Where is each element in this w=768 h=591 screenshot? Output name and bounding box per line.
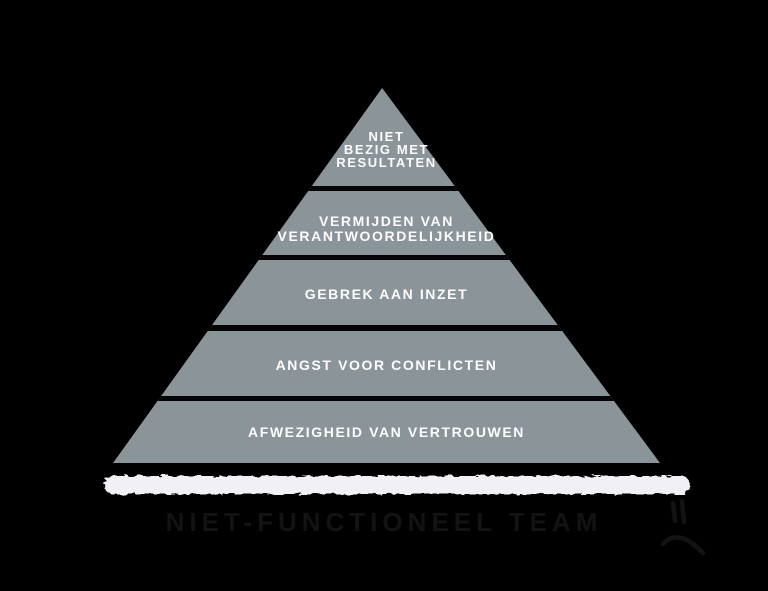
pyramid-divider <box>113 255 660 260</box>
pyramid-caption: NIET-FUNCTIONEEL TEAM <box>165 507 603 537</box>
pyramid-divider <box>113 325 660 331</box>
brush-underline <box>104 476 690 494</box>
sad-face-icon <box>660 498 706 556</box>
left-eye <box>670 500 678 524</box>
frown-mouth <box>660 535 706 556</box>
pyramid-shape <box>113 88 660 463</box>
dysfunction-pyramid: NIET BEZIG MET RESULTATEN VERMIJDEN VAN … <box>113 88 660 463</box>
right-eye <box>679 498 687 525</box>
pyramid-divider <box>113 396 660 401</box>
pyramid-divider <box>113 186 660 191</box>
